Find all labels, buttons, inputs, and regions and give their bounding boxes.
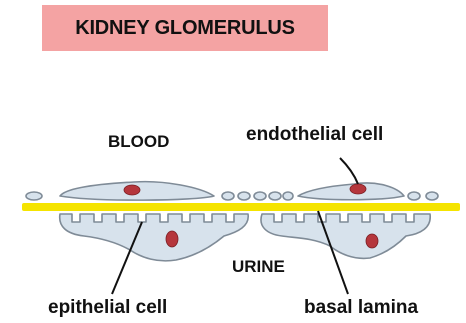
epithelial-cell-right [261,214,430,258]
fenestration-blob [254,192,266,200]
epithelial-nucleus-right [366,234,378,248]
endothelial-nucleus-left [124,185,140,195]
fenestration-blob [426,192,438,200]
endothelial-nucleus-right [350,184,366,194]
endothelial-cell-label: endothelial cell [246,124,383,146]
fenestration-blob [269,192,281,200]
fenestration-blob [408,192,420,200]
fenestration-blob [238,192,250,200]
urine-label: URINE [232,257,285,277]
epithelial-cell-label: epithelial cell [48,297,167,319]
pointer-endothelial [340,158,358,184]
epithelial-nucleus-left [166,231,178,247]
fenestration-blob [26,192,42,200]
blood-label: BLOOD [108,132,169,152]
fenestration-blob [283,192,293,200]
basal-lamina-label: basal lamina [304,297,418,319]
basal-lamina-band [22,203,460,211]
epithelial-cell-left [60,214,249,261]
fenestration-blob [222,192,234,200]
